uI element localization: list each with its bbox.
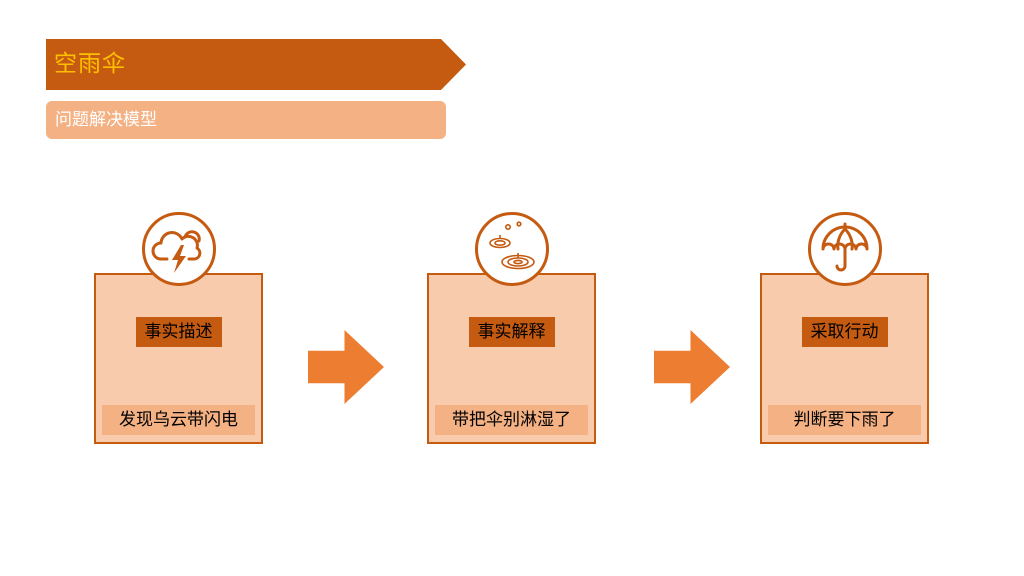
- flow-arrow-1: [308, 330, 384, 404]
- storm-cloud-lightning-icon: [142, 212, 216, 286]
- step-card-fact-explanation: 事实解释 带把伞别淋湿了: [427, 273, 596, 444]
- umbrella-icon: [808, 212, 882, 286]
- step-description: 发现乌云带闪电: [102, 405, 255, 435]
- page-subtitle: 问题解决模型: [46, 101, 446, 139]
- step-label: 事实解释: [468, 317, 555, 347]
- flow-arrow-2: [654, 330, 730, 404]
- rain-ripples-icon: [475, 212, 549, 286]
- page-title: 空雨伞: [46, 39, 466, 90]
- step-card-fact-description: 事实描述 发现乌云带闪电: [94, 273, 263, 444]
- step-card-take-action: 采取行动 判断要下雨了: [760, 273, 929, 444]
- step-label: 事实描述: [135, 317, 222, 347]
- step-description: 判断要下雨了: [768, 405, 921, 435]
- step-label: 采取行动: [801, 317, 888, 347]
- step-description: 带把伞别淋湿了: [435, 405, 588, 435]
